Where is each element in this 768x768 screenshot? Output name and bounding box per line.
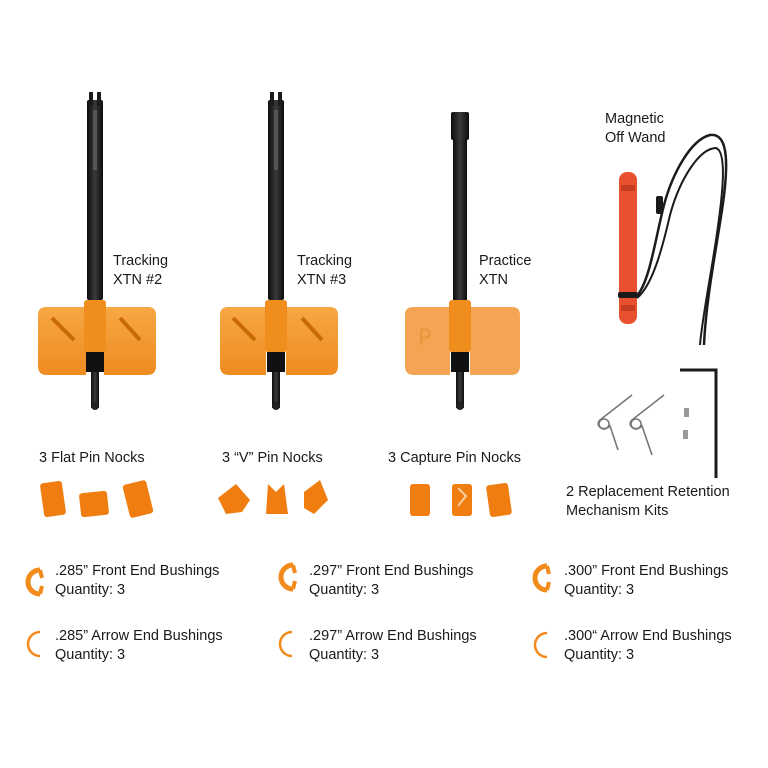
wand-label: Magnetic Off Wand — [605, 110, 665, 148]
tracking-xtn-2-tool — [38, 92, 156, 410]
bushing-quantity: Quantity: 3 — [55, 582, 126, 598]
nock-label-capture: 3 Capture Pin Nocks — [388, 450, 521, 466]
bushing-name: .300“ Arrow End Bushings — [564, 628, 732, 644]
retention-label-line: Mechanism Kits — [566, 503, 669, 519]
front-bushing-icons — [25, 562, 551, 597]
bushing-name: .285” Arrow End Bushings — [55, 628, 223, 644]
arrow-bushing-300: .300“ Arrow End Bushings Quantity: 3 — [564, 627, 732, 665]
arrow-bushing-icons — [26, 630, 548, 659]
tool-label-tracking-xtn-2: Tracking XTN #2 — [113, 252, 168, 290]
tool-label-tracking-xtn-3: Tracking XTN #3 — [297, 252, 352, 290]
retention-label-line: 2 Replacement Retention — [566, 484, 730, 500]
bushing-name: .297” Front End Bushings — [309, 563, 474, 579]
magnetic-off-wand — [618, 133, 728, 346]
tool-label-line: Practice — [479, 253, 532, 269]
bushing-name: .285” Front End Bushings — [55, 563, 220, 579]
nock-label-v: 3 “V” Pin Nocks — [222, 450, 323, 466]
tool-label-line: Tracking — [297, 253, 353, 269]
capture-pin-nocks — [410, 483, 512, 517]
bushing-quantity: Quantity: 3 — [564, 647, 635, 663]
bushing-name: .297” Arrow End Bushings — [309, 628, 477, 644]
tool-label-line: XTN #3 — [297, 272, 347, 288]
arrow-bushing-297: .297” Arrow End Bushings Quantity: 3 — [309, 627, 477, 665]
wand-label-line: Magnetic — [605, 111, 664, 127]
practice-xtn-tool: P — [405, 112, 520, 410]
arrow-bushing-285: .285” Arrow End Bushings Quantity: 3 — [55, 627, 223, 665]
bushing-quantity: Quantity: 3 — [564, 582, 635, 598]
nock-label-flat: 3 Flat Pin Nocks — [39, 450, 145, 466]
tool-label-line: XTN #2 — [113, 272, 163, 288]
tool-label-practice-xtn: Practice XTN — [479, 252, 531, 290]
bushing-quantity: Quantity: 3 — [309, 582, 380, 598]
v-pin-nocks — [218, 480, 328, 514]
tool-label-line: Tracking — [113, 253, 169, 269]
tool-label-line: XTN — [479, 272, 508, 288]
bushing-name: .300” Front End Bushings — [564, 563, 729, 579]
tracking-xtn-3-tool — [220, 92, 338, 410]
wand-label-line: Off Wand — [605, 130, 666, 146]
retention-label: 2 Replacement Retention Mechanism Kits — [566, 483, 730, 521]
flat-pin-nocks — [40, 480, 154, 518]
retention-mechanism-kits — [597, 368, 718, 478]
bushing-quantity: Quantity: 3 — [55, 647, 126, 663]
bushing-quantity: Quantity: 3 — [309, 647, 380, 663]
front-bushing-285: .285” Front End Bushings Quantity: 3 — [55, 562, 219, 600]
front-bushing-297: .297” Front End Bushings Quantity: 3 — [309, 562, 473, 600]
front-bushing-300: .300” Front End Bushings Quantity: 3 — [564, 562, 728, 600]
svg-text:P: P — [418, 326, 431, 351]
